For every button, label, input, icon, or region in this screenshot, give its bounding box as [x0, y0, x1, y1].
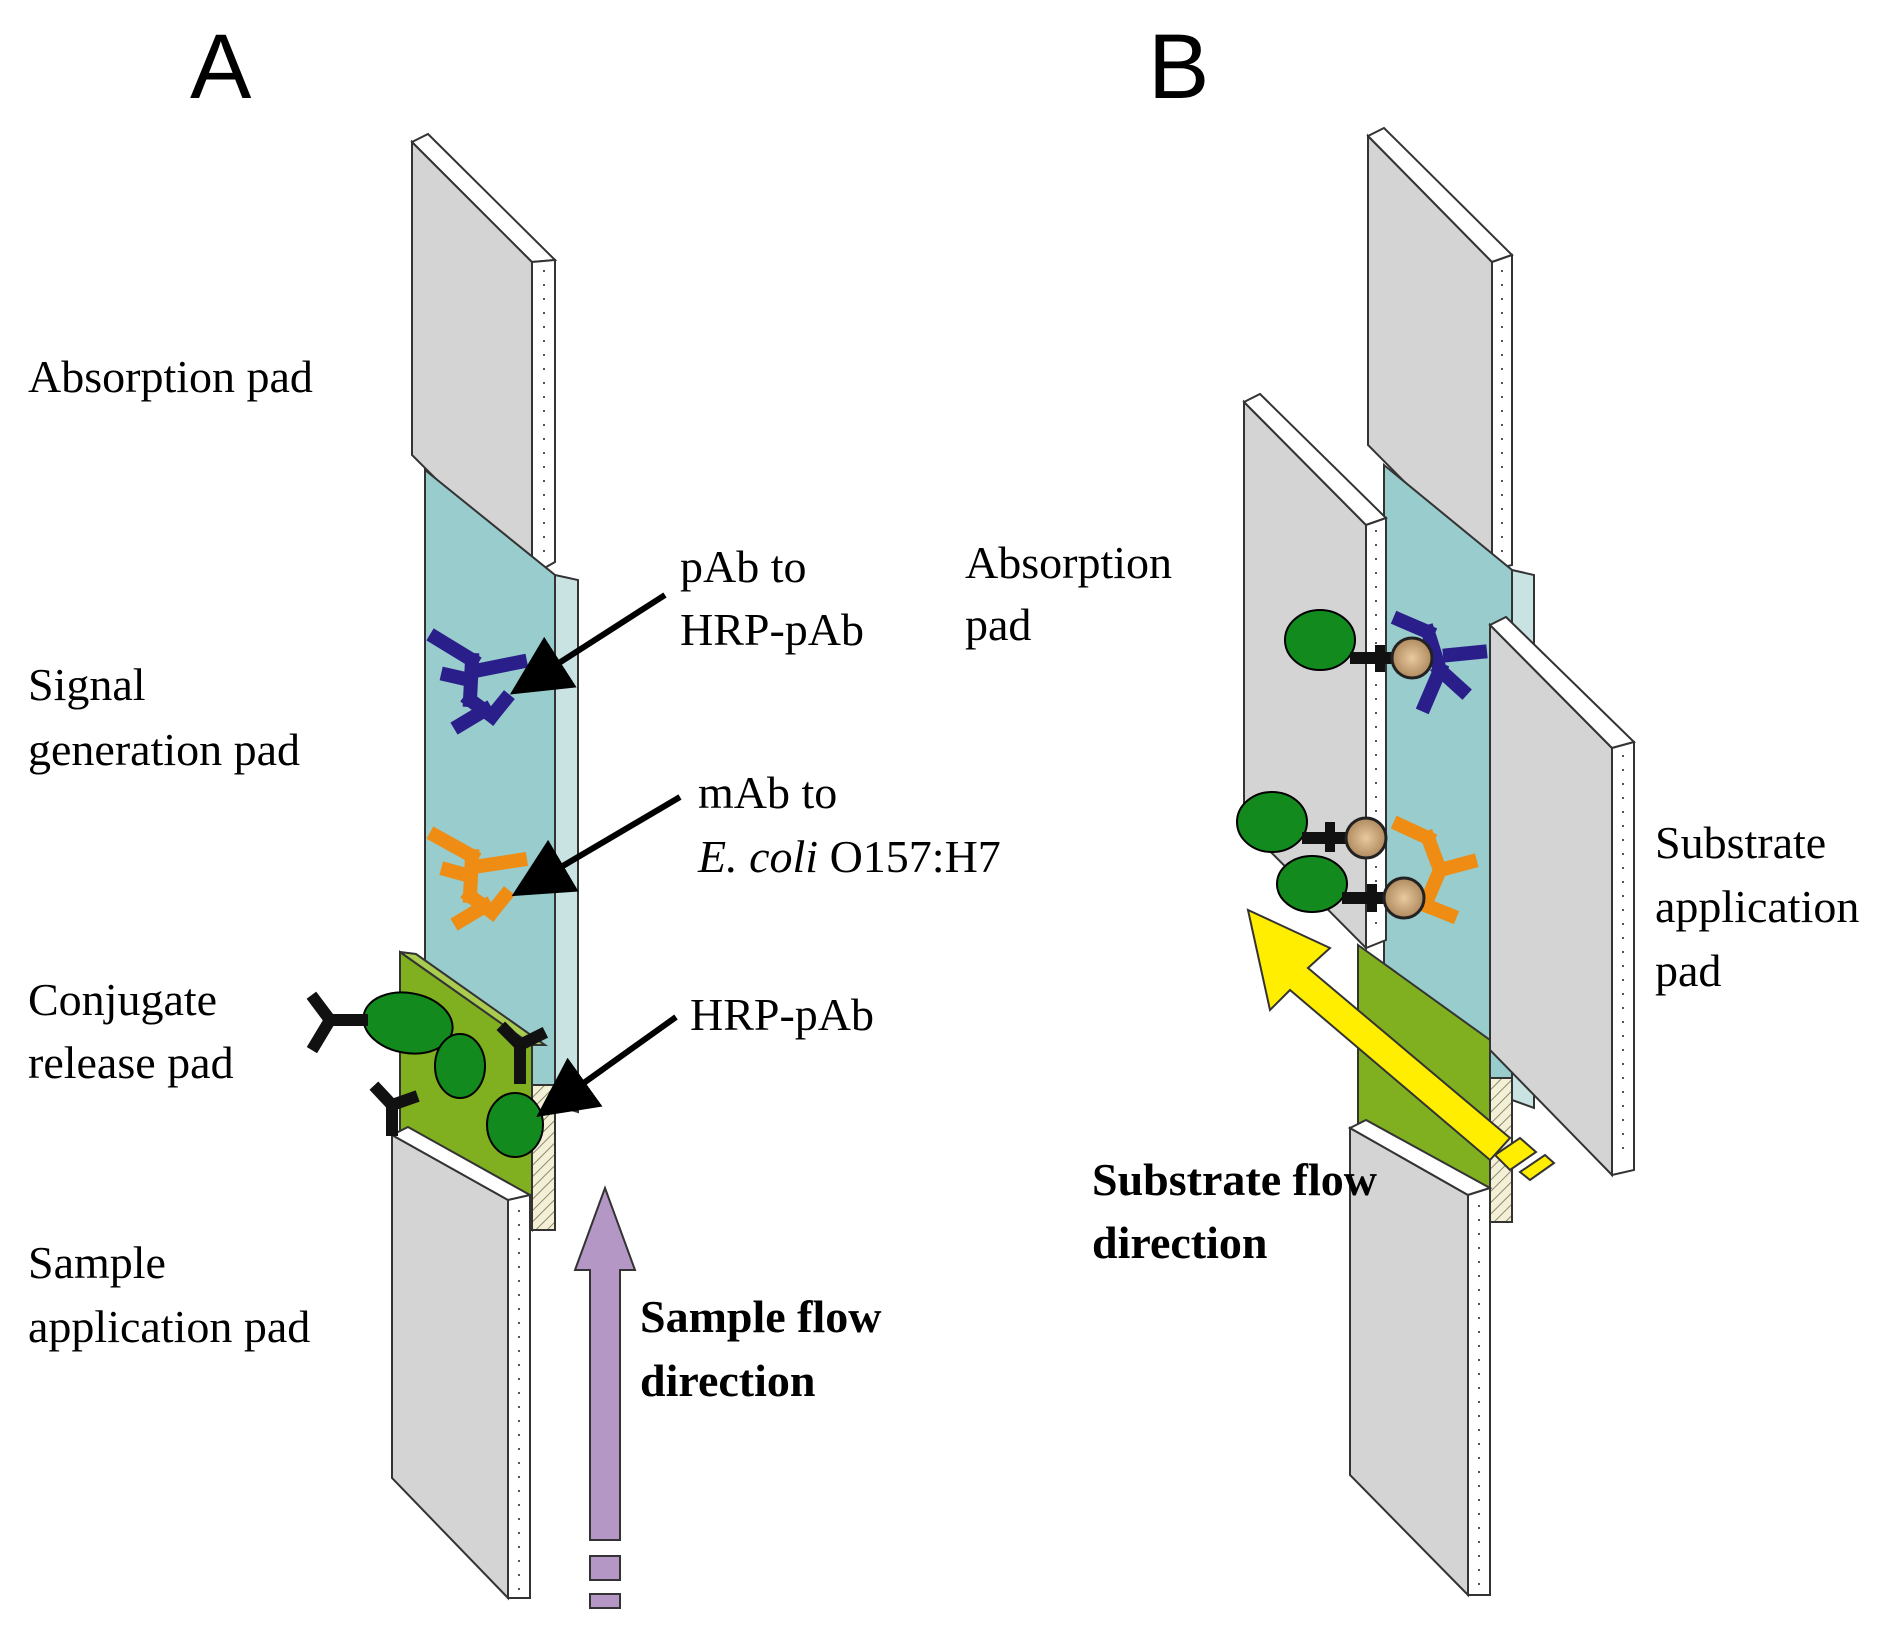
panel-b-flow-label-line2: direction — [1092, 1217, 1267, 1268]
panel-b-mab-antibody-icon — [1390, 815, 1479, 925]
panel-b-bound-complex-middle — [1236, 791, 1388, 860]
panel-b-substrate-pad-label-line3: pad — [1655, 945, 1721, 996]
panel-a-conjugate-pad-label-line1: Conjugate — [28, 974, 217, 1025]
panel-a-pab-callout-label-line1: pAb to — [680, 541, 807, 592]
panel-b: B — [965, 16, 1859, 1598]
panel-a-pab-callout-arrow — [509, 592, 667, 695]
panel-b-substrate-pad-label-line2: application — [1655, 881, 1859, 932]
panel-b-absorption-pad-label-line1: Absorption — [965, 537, 1172, 588]
panel-a-hrp-conjugate-icon — [306, 991, 549, 1158]
panel-a-mab-callout-label-line1: mAb to — [698, 767, 837, 818]
panel-a-mab-callout-arrow — [511, 794, 682, 897]
panel-a-conjugate-pad-label-line2: release pad — [28, 1037, 234, 1088]
panel-b-pab-antibody-icon — [1390, 610, 1488, 715]
panel-b-substrate-application-pad — [1488, 615, 1636, 1178]
panel-a-letter: A — [190, 16, 252, 118]
panel-a-signal-pad-label-line1: Signal — [28, 659, 146, 710]
panel-a-hrp-callout-label: HRP-pAb — [690, 989, 874, 1040]
panel-b-absorption-pad-label-line2: pad — [965, 599, 1031, 650]
panel-a-sample-pad-label-line1: Sample — [28, 1237, 166, 1288]
panel-b-bound-complex-top — [1284, 609, 1434, 680]
panel-a: A — [28, 16, 1001, 1609]
panel-b-letter: B — [1148, 16, 1209, 118]
panel-b-substrate-flow-arrow — [1246, 908, 1556, 1182]
panel-a-flow-label-line1: Sample flow — [640, 1291, 882, 1342]
panel-a-absorption-pad-label: Absorption pad — [28, 351, 313, 402]
panel-a-absorption-pad — [410, 132, 558, 578]
panel-a-flow-label-line2: direction — [640, 1355, 815, 1406]
panel-a-hrp-callout-arrow — [536, 1014, 678, 1117]
panel-b-bound-complex-bottom — [1276, 855, 1426, 920]
panel-a-pab-callout-label-line2: HRP-pAb — [680, 604, 864, 655]
panel-b-substrate-pad-label-line1: Substrate — [1655, 817, 1826, 868]
panel-a-signal-pad-label-line2: generation pad — [28, 724, 300, 775]
panel-a-mab-callout-label-line2: E. coli O157:H7 — [697, 831, 1001, 882]
panel-a-mab-antibody-icon — [426, 826, 528, 931]
panel-b-bottom-pad — [1347, 1118, 1493, 1598]
panel-a-mab-callout-italic: E. coli — [697, 831, 818, 882]
panel-a-sample-flow-arrow — [573, 1185, 637, 1609]
panel-b-flow-label-line1: Substrate flow — [1092, 1154, 1377, 1205]
panel-a-sample-application-pad — [389, 1125, 533, 1601]
panel-a-mab-callout-rest: O157:H7 — [818, 831, 1001, 882]
panel-a-sample-pad-label-line2: application pad — [28, 1301, 310, 1352]
panel-b-top-pad — [1366, 126, 1514, 573]
